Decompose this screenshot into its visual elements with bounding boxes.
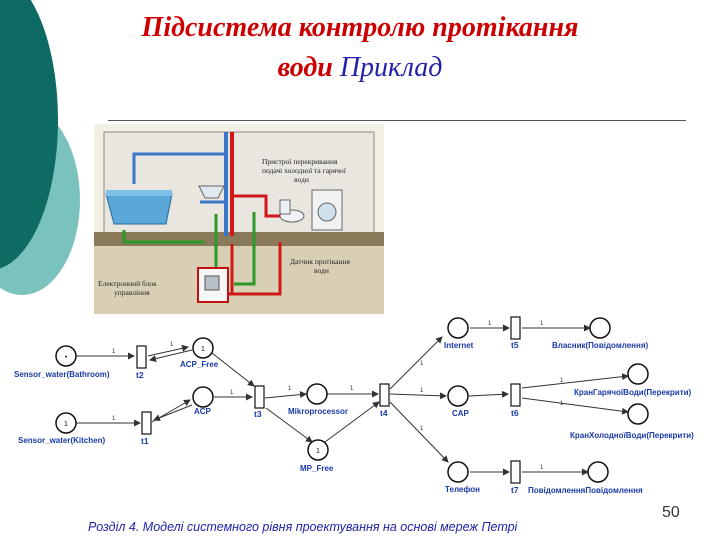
place-cold-valve	[627, 403, 649, 425]
slide-footer: Розділ 4. Моделі системного рівня проект…	[88, 520, 517, 534]
place-sensor-bathroom	[55, 345, 77, 367]
place-acp	[192, 386, 214, 408]
title-plain-word: Приклад	[339, 52, 443, 83]
token-acp-free: 1	[201, 346, 205, 353]
label-control-unit: Електронний блок управління	[98, 279, 159, 297]
place-label-acp-free: ACP_Free	[180, 360, 219, 369]
transition-label-t4: t4	[380, 408, 388, 418]
place-label-microprocessor: Mikroprocessor	[288, 407, 348, 416]
transition-label-t1: t1	[141, 436, 149, 446]
place-hot-valve	[627, 363, 649, 385]
arc-weight: 1	[420, 426, 424, 432]
place-label-cap: CAP	[452, 409, 470, 418]
arc-weight: 1	[288, 386, 292, 392]
place-sensor-kitchen	[55, 412, 77, 434]
arc-weight: 1	[488, 321, 492, 327]
transition-t4	[379, 383, 390, 407]
place-label-phone: Телефон	[445, 485, 480, 494]
token-mp-free: 1	[316, 448, 320, 455]
place-owner	[589, 317, 611, 339]
arc-weight: 1	[420, 388, 424, 394]
label-shutoff-devices: Пристрої перекривання подачі холодної та…	[262, 157, 348, 184]
page-number: 50	[662, 504, 680, 521]
place-acp-free	[192, 337, 214, 359]
deco-dark-circle	[0, 0, 58, 269]
plumbing-illustration: Пристрої перекривання подачі холодної та…	[94, 124, 384, 314]
title-bold-word: води	[277, 52, 333, 83]
place-label-mp-free: MP_Free	[300, 464, 334, 473]
decorative-shapes	[0, 0, 80, 295]
token-sensor-bathroom: •	[65, 354, 68, 361]
label-leak-sensor: Датчик протікання води	[290, 257, 352, 275]
transition-label-t2: t2	[136, 370, 144, 380]
place-label-sensor-kitchen: Sensor_water(Kitchen)	[18, 436, 105, 445]
arc-weight: 1	[170, 342, 174, 348]
transition-t6	[510, 383, 521, 407]
place-label-notify: ПовідомленняПовідомлення	[528, 486, 643, 495]
place-mp-free	[307, 439, 329, 461]
title-divider	[108, 120, 686, 121]
transition-t2	[136, 345, 147, 369]
place-internet	[447, 317, 469, 339]
transition-t5	[510, 316, 521, 340]
transition-t3	[254, 385, 265, 409]
transition-label-t7: t7	[511, 485, 519, 495]
place-notify	[587, 461, 609, 483]
footer-section: Розділ 4.	[88, 520, 140, 534]
token-sensor-kitchen: 1	[64, 421, 68, 428]
arc-weight: 1	[540, 321, 544, 327]
place-label-sensor-bathroom: Sensor_water(Bathroom)	[14, 370, 110, 379]
arc-weight: 1	[540, 465, 544, 471]
arc-weight: 1	[350, 386, 354, 392]
transition-t1	[141, 411, 152, 435]
place-label-hot-valve: КранГарячоїВоди(Перекрити)	[574, 388, 692, 397]
arc-weight: 1	[420, 361, 424, 367]
petri-net-diagram: • 1 1 1 t2 t1 t3 t4 t5 t6 t7 Sensor_wate…	[14, 316, 694, 495]
arc-weight: 1	[112, 416, 116, 422]
arc-weight: 1	[560, 401, 564, 407]
arc-weight: 1	[560, 378, 564, 384]
place-label-cold-valve: КранХолодноїВоди(Перекрити)	[570, 431, 694, 440]
arc-weight: 1	[112, 349, 116, 355]
slide-title: Підсистема контролю протікання	[141, 12, 579, 43]
place-phone	[447, 461, 469, 483]
transition-t7	[510, 460, 521, 484]
footer-text: Моделі системного рівня проектування на …	[142, 520, 518, 534]
slide-title-line2: води Приклад	[60, 50, 660, 86]
place-label-owner: Власник(Повідомлення)	[552, 341, 648, 350]
transition-label-t6: t6	[511, 408, 519, 418]
place-label-acp: ACP	[194, 407, 212, 416]
place-cap	[447, 385, 469, 407]
transition-label-t5: t5	[511, 340, 519, 350]
place-label-internet: Internet	[444, 341, 474, 350]
transition-label-t3: t3	[254, 409, 262, 419]
arc-weight: 1	[230, 390, 234, 396]
place-microprocessor	[306, 383, 328, 405]
